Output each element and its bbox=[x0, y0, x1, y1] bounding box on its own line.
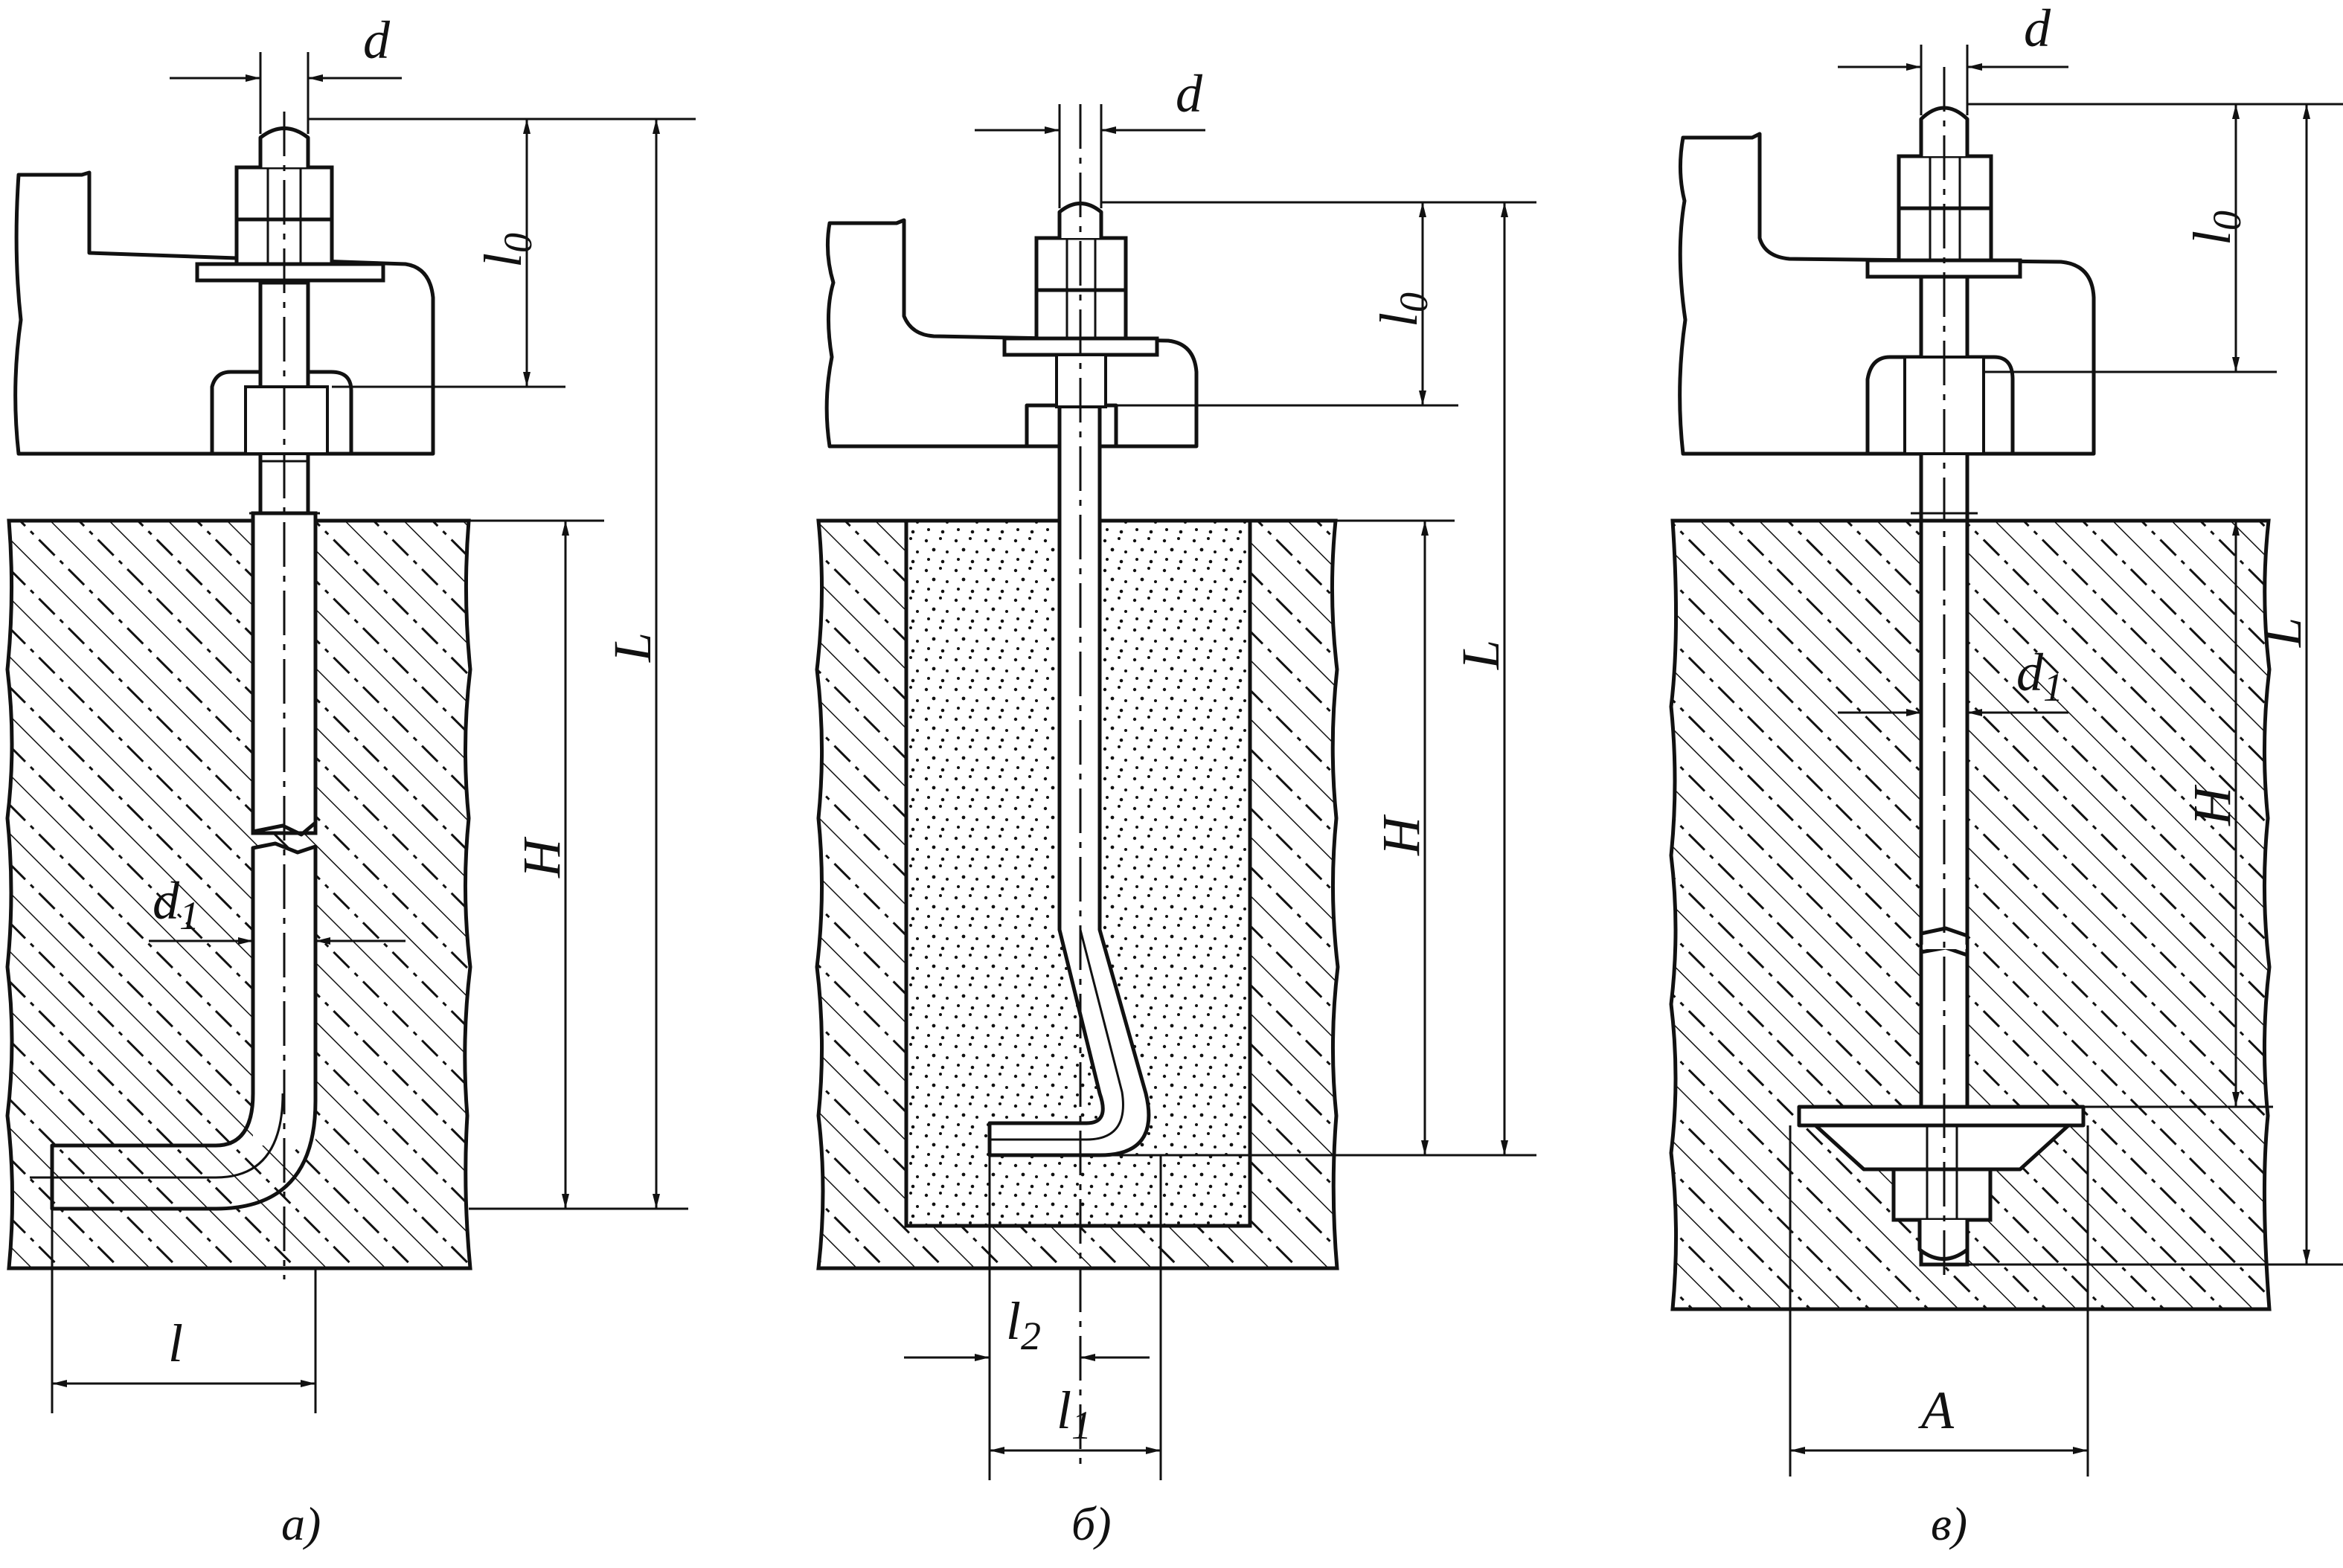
dim-label-l0-b: l0 bbox=[1369, 292, 1436, 327]
dim-label-A-c: A bbox=[1918, 1381, 1955, 1440]
machine-base-c bbox=[1678, 132, 2096, 456]
caption-c: в) bbox=[1931, 1497, 1967, 1550]
dim-label-d-b: d bbox=[1176, 64, 1203, 123]
figure-c: d l0 H L d1 A в) bbox=[1669, 0, 2343, 1550]
anchor-plate-c bbox=[1797, 1105, 2086, 1128]
caption-b: б) bbox=[1071, 1497, 1112, 1550]
dim-label-H-c: H bbox=[2182, 784, 2242, 826]
bent-bolt-b bbox=[987, 399, 1151, 1157]
dim-label-l2-b: l2 bbox=[1006, 1291, 1041, 1358]
dim-label-L-a: L bbox=[603, 632, 662, 663]
dim-label-H-b: H bbox=[1371, 814, 1431, 856]
nut-c-bottom bbox=[1891, 1167, 1993, 1222]
figure-b: d l0 H L l2 l1 б) bbox=[815, 64, 1536, 1550]
dim-label-l-a: l bbox=[168, 1314, 183, 1373]
dim-label-d-c: d bbox=[2024, 0, 2051, 58]
dim-label-d1-a: d1 bbox=[153, 871, 199, 938]
caption-a: a) bbox=[281, 1497, 321, 1550]
figure-a: d l0 H L d1 l a) bbox=[5, 10, 696, 1550]
dim-label-H-a: H bbox=[512, 836, 571, 878]
machine-base-b bbox=[824, 218, 1199, 449]
dim-label-L-b: L bbox=[1451, 640, 1510, 670]
concrete-block-a bbox=[5, 518, 472, 1270]
dim-label-d-a: d bbox=[363, 10, 391, 70]
dim-label-l0-c: l0 bbox=[2182, 211, 2249, 245]
dim-label-l1-b: l1 bbox=[1057, 1381, 1092, 1447]
washer-a bbox=[195, 262, 385, 283]
dim-label-L-c: L bbox=[2253, 617, 2312, 648]
dim-label-d1-c: d1 bbox=[2016, 643, 2063, 710]
machine-base-a bbox=[13, 170, 435, 456]
dim-label-l0-a: l0 bbox=[473, 233, 540, 268]
